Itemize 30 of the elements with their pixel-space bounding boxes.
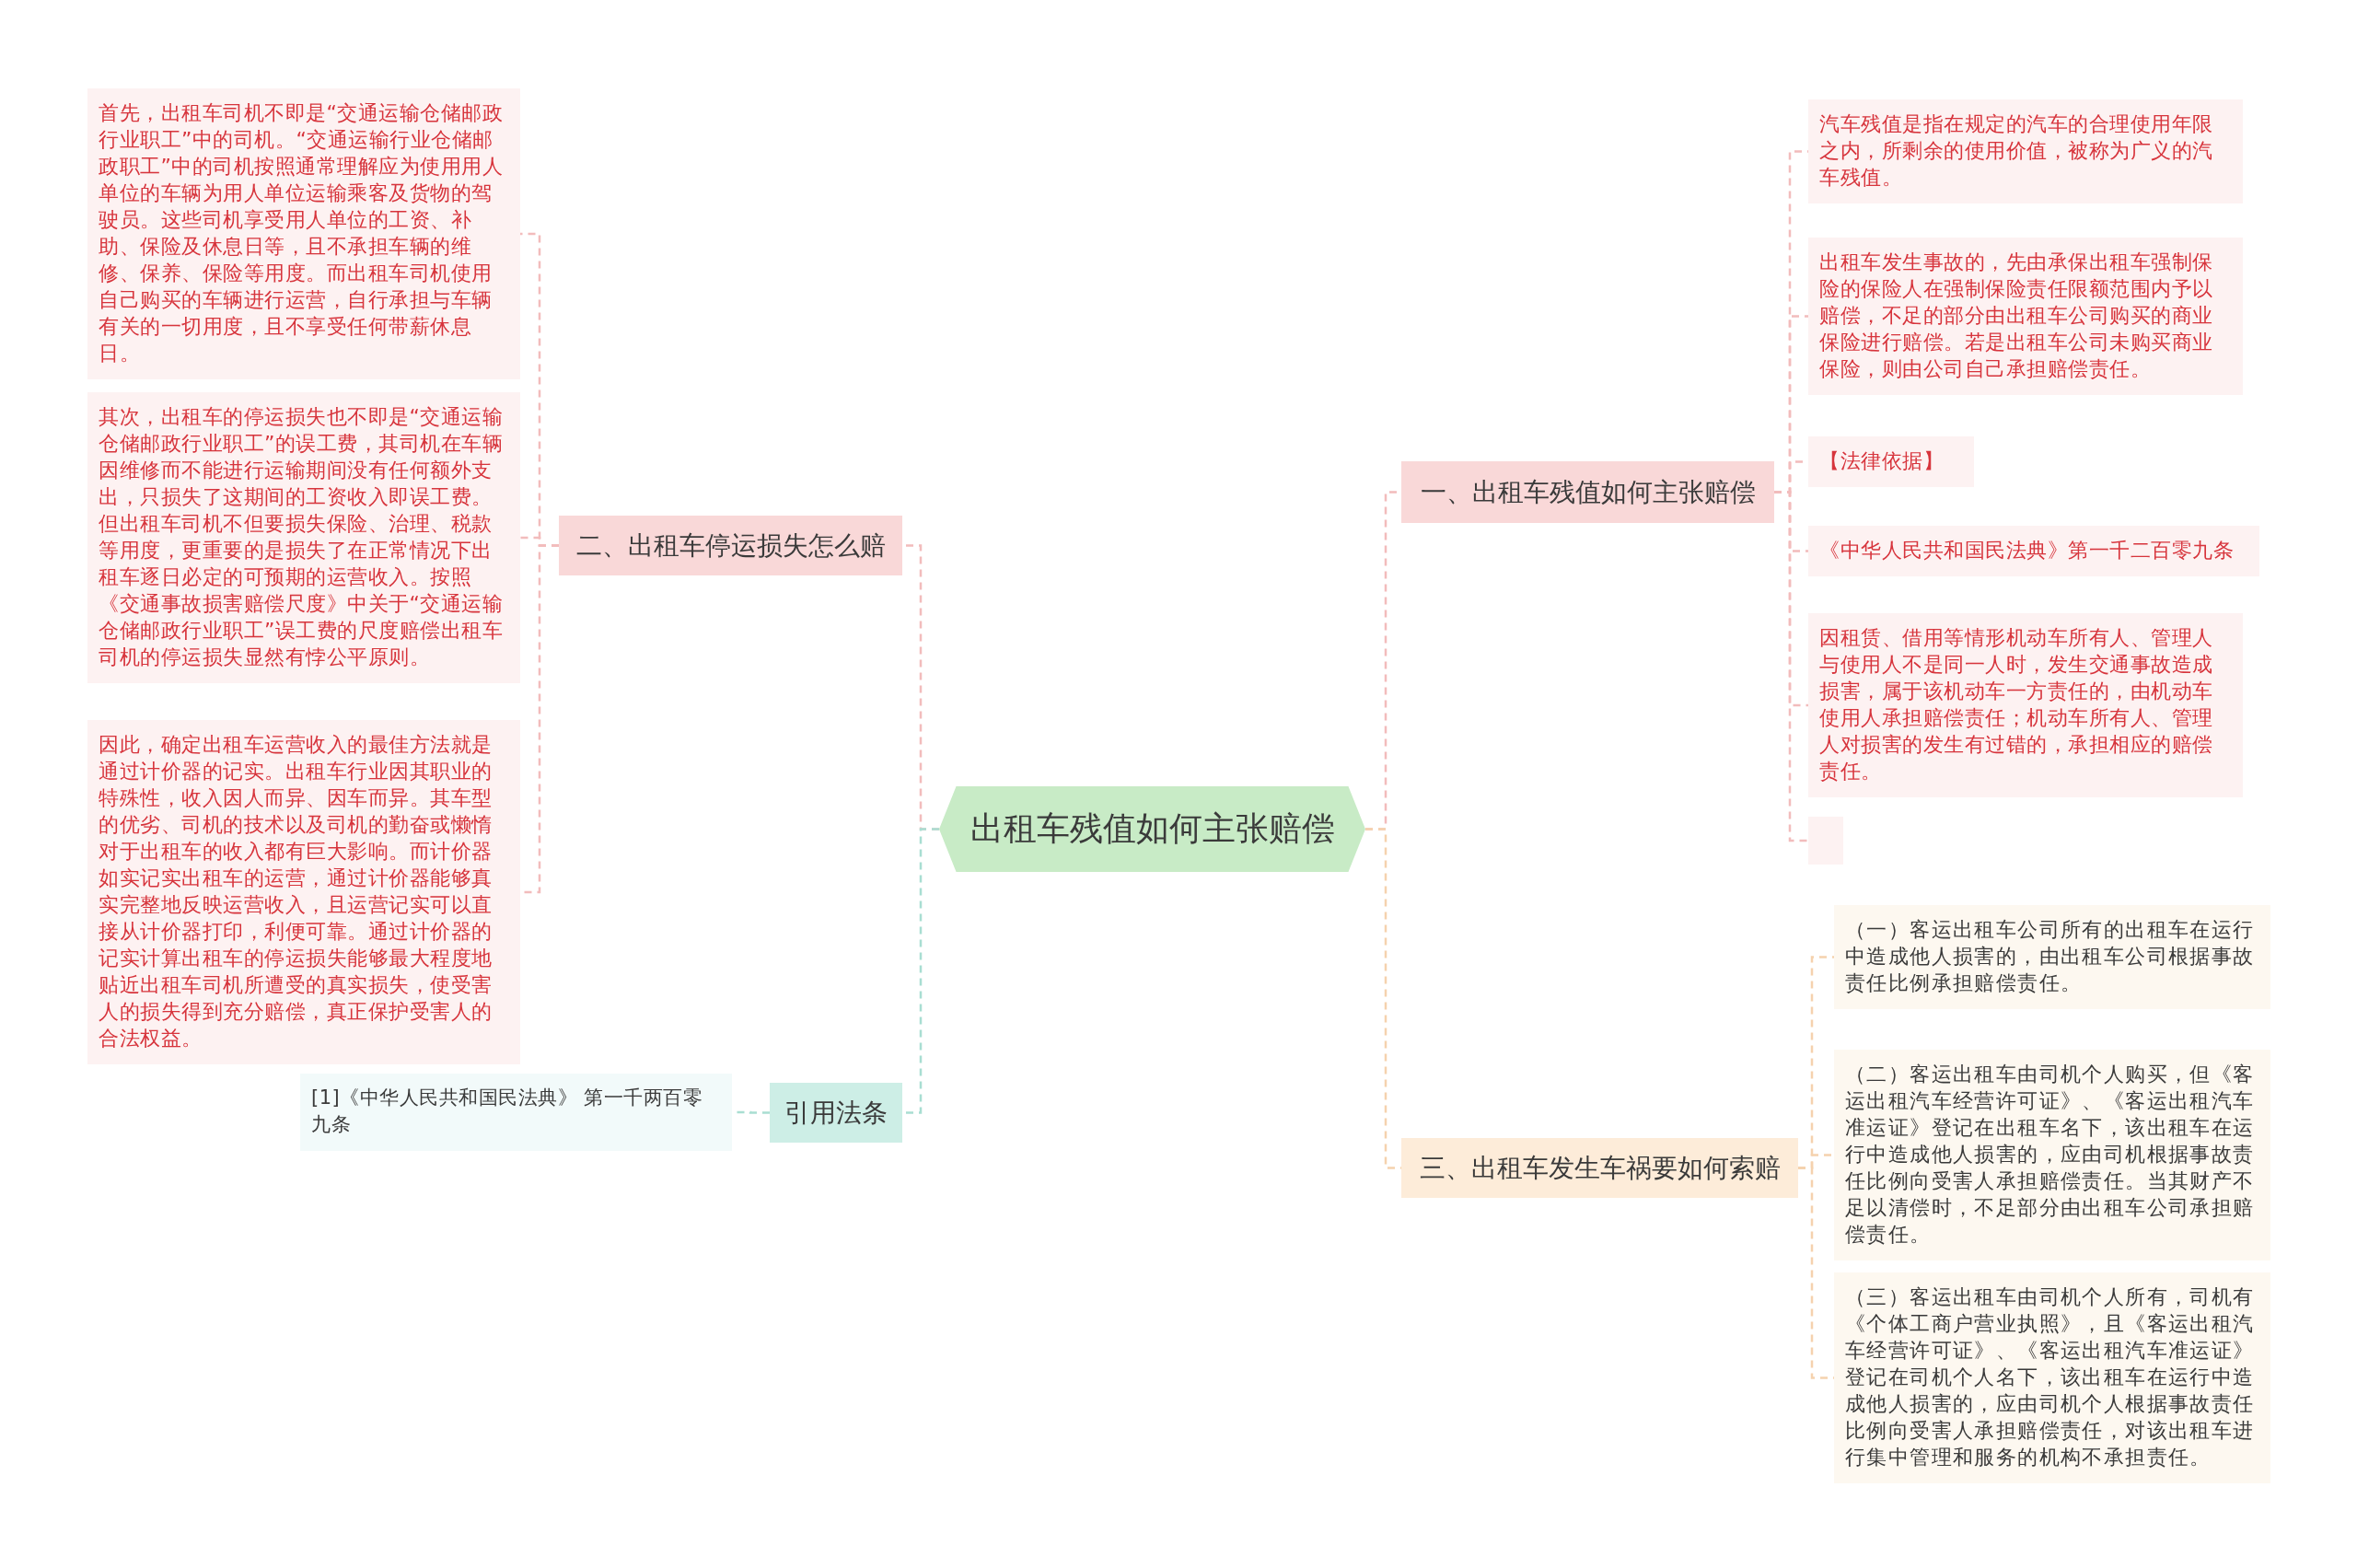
- central-topic: [939, 786, 1365, 872]
- topic-box: [1401, 461, 1774, 523]
- note-text: 因此，确定出租车运营收入的最佳方法就是通过计价器的记实。出租车行业因其职业的特殊性，收入因人而异、因车而异。其车型的优劣、司机的技术以及司机的勤奋或懒惰对于出租车的收入都有巨大影响。而计价器如实记实出租车的运营，通过计价器能够真实完整地反映运营收入，且运营记实可以直接从计价器打印，利便可靠。通过计价器的记实计算出租车的停运损失能够最大程度地贴近出租车司机所遭受的真实损失，使受害人的损失得到充分赔偿，真正保护受害人的合法权益。: [99, 732, 493, 1051]
- note-text: （三）客运出租车由司机个人所有，司机有《个体工商户营业执照》，且《客运出租汽车经营许可证》、《客运出租汽车准运证》登记在司机个人名下，该出租车在运行中造成他人损害的，应由司机个人根据事故责任比例向受害人承担赔偿责任，对该出租车进行集中管理和服务的机构不承担责任。: [1845, 1284, 2256, 1470]
- topic-box: [1401, 1138, 1798, 1198]
- note-text: 《中华人民共和国民法典》第一千二百零九条: [1819, 538, 2235, 563]
- note-card: [1834, 905, 2270, 1009]
- note-text: 因租赁、借用等情形机动车所有人、管理人与使用人不是同一人时，发生交通事故造成损害，属于该机动车一方责任的，由机动车使用人承担赔偿责任；机动车所有人、管理人对损害的发生有过错的，承担相应的赔偿责任。: [1819, 625, 2214, 784]
- note-text: （二）客运出租车由司机个人购买，但《客运出租汽车经营许可证》、《客运出租汽车准运证》登记在出租车名下，该出租车在运行中造成他人损害的，应由司机根据事故责任比例向受害人承担赔偿责任。当其财产不足以清偿时，不足部分由出租车公司承担赔偿责任。: [1845, 1062, 2256, 1248]
- topic-box: [770, 1083, 902, 1143]
- topic-label: 一、出租车残值如何主张赔偿: [1420, 475, 1756, 509]
- connector-line: [1774, 491, 1808, 842]
- note-card: [1834, 1272, 2270, 1483]
- note-card: [1808, 99, 2243, 203]
- topic-label: 引用法条: [784, 1096, 888, 1130]
- note-card: [1808, 526, 2259, 576]
- topic-box: [559, 516, 902, 575]
- note-text: 其次，出租车的停运损失也不即是“交通运输仓储邮政行业职工”的误工费，其司机在车辆因维修而不能进行运输期间没有任何额外支出，只损失了这期间的工资收入即误工费。但出租车司机不但要损失保险、治理、税款等用度，更重要的是损失了在正常情况下出租车逐日必定的可预期的运营收入。按照《交通事故损害赔偿尺度》中关于“交通运输仓储邮政行业职工”误工费的尺度赔偿出租车司机的停运损失显然有悖公平原则。: [99, 404, 505, 670]
- note-text: （一）客运出租车公司所有的出租车在运行中造成他人损害的，由出租车公司根据事故责任比例承担赔偿责任。: [1845, 917, 2256, 996]
- topic-label: 三、出租车发生车祸要如何索赔: [1419, 1151, 1781, 1185]
- note-card: [1808, 613, 2243, 797]
- note-text: 首先，出租车司机不即是“交通运输仓储邮政行业职工”中的司机。“交通运输行业仓储邮政职工”中的司机按照通常理解应为使用用人单位的车辆为用人单位运输乘客及货物的驾驶员。这些司机享受用人单位的工资、补助、保险及休息日等，且不承担车辆的维修、保养、保险等用度。而出租车司机使用自己购买的车辆进行运营，自行承担与车辆有关的一切用度，且不享受任何带薪休息日。: [99, 100, 505, 366]
- topic-label: 二、出租车停运损失怎么赔: [575, 528, 886, 563]
- empty-card: [1808, 817, 1843, 865]
- note-text: [1]《中华人民共和国民法典》 第一千两百零九条: [311, 1086, 704, 1137]
- topic-label: 出租车残值如何主张赔偿: [970, 808, 1335, 849]
- note-text: 出租车发生事故的，先由承保出租车强制保险的保险人在强制保险责任限额范围内予以赔偿，不足的部分由出租车公司购买的商业保险进行赔偿。若是出租车公司未购买商业保险，则由公司自己承担赔偿责任。: [1819, 250, 2214, 382]
- note-card: [1808, 238, 2243, 395]
- note-text: 汽车残值是指在规定的汽车的合理使用年限之内，所剩余的使用价值，被称为广义的汽车残值。: [1819, 111, 2214, 191]
- note-text: 【法律依据】: [1819, 448, 1945, 474]
